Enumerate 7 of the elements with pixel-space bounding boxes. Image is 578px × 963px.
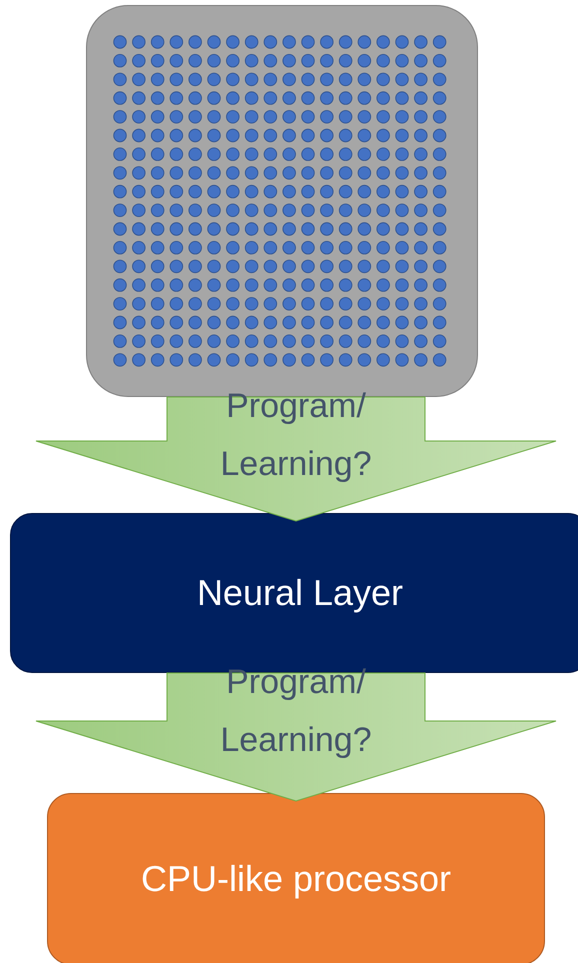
block-arrow — [36, 396, 556, 522]
edge-label: Program/ Learning? — [219, 386, 373, 485]
processor-box — [47, 793, 545, 963]
edge-label: Program/ Learning? — [219, 662, 373, 761]
node-label: CPU-like processor — [140, 858, 452, 900]
block-arrow — [36, 672, 556, 802]
node-label: Neural Layer — [196, 572, 404, 614]
